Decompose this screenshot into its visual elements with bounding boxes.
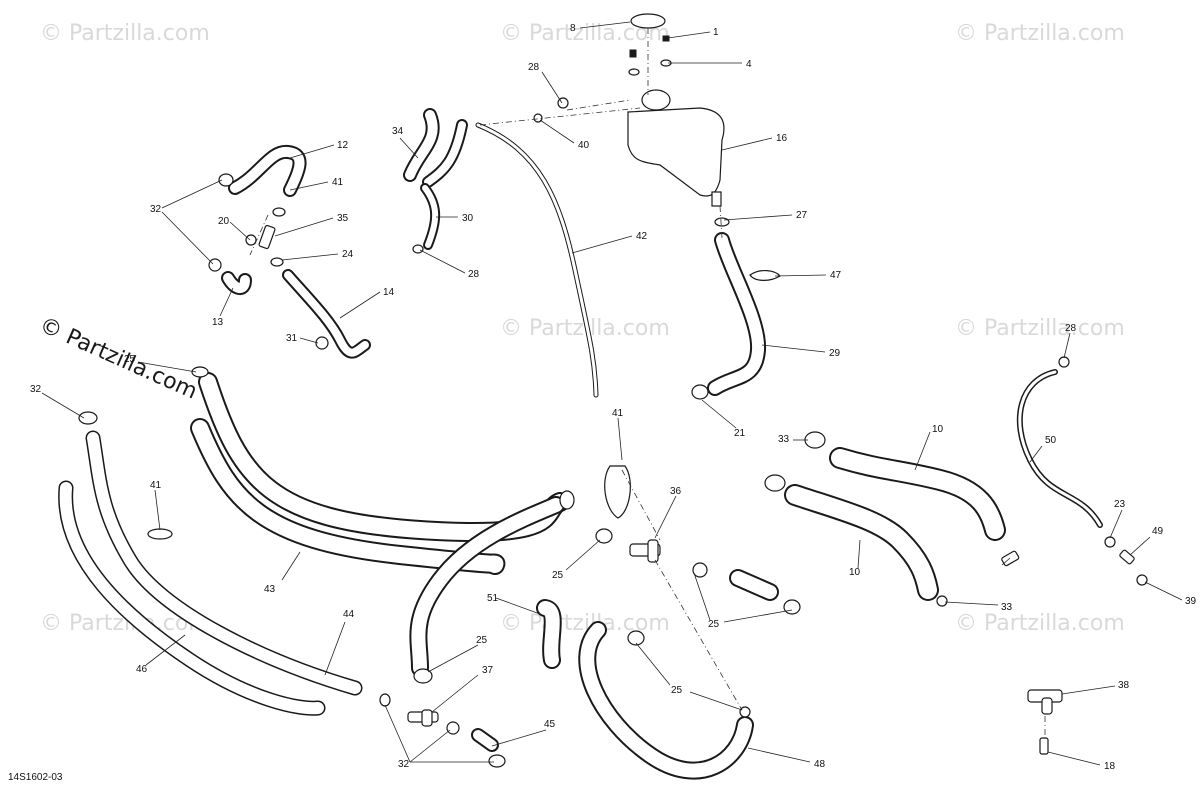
hose-50: [1016, 369, 1103, 528]
leader-lines: [41, 21, 1183, 766]
watermark: © Partzilla.com: [955, 21, 1125, 46]
callout-25: 25: [671, 685, 683, 696]
callout-20: 20: [218, 216, 230, 227]
hose-30: [420, 183, 441, 250]
watermark: © Partzilla.com: [500, 611, 670, 636]
callout-10: 10: [932, 424, 944, 435]
callout-25: 25: [552, 570, 564, 581]
callout-36: 36: [670, 486, 682, 497]
callout-28: 28: [528, 62, 540, 73]
tee-fittings: [407, 539, 1063, 755]
callout-13: 13: [212, 317, 224, 328]
hoses: [58, 108, 1103, 780]
hose-10-upper: [829, 447, 1006, 541]
callout-18: 18: [1104, 761, 1116, 772]
callout-23: 23: [1114, 499, 1126, 510]
sensor-fitting: [1119, 549, 1135, 565]
callout-46: 46: [136, 664, 148, 675]
watermark-layer: © Partzilla.com © Partzilla.com © Partzi…: [40, 21, 1125, 636]
callout-25: 25: [476, 635, 488, 646]
callout-28: 28: [468, 269, 480, 280]
hose-short-right: [729, 569, 779, 601]
callout-31: 31: [286, 333, 298, 344]
callout-32: 32: [398, 759, 410, 770]
hose-44: [85, 430, 363, 696]
callout-33: 33: [778, 434, 790, 445]
callout-29: 29: [829, 348, 841, 359]
callout-37: 37: [482, 665, 494, 676]
callout-49: 49: [1152, 526, 1164, 537]
callout-34: 34: [392, 126, 404, 137]
callout-21: 21: [734, 428, 746, 439]
callout-51: 51: [487, 593, 499, 604]
callout-25: 25: [124, 354, 136, 365]
callout-45: 45: [544, 719, 556, 730]
callout-1: 1: [713, 27, 719, 38]
hose-13: [221, 271, 252, 295]
hose-34: [403, 108, 468, 188]
callout-12: 12: [337, 140, 349, 151]
callout-50: 50: [1045, 435, 1057, 446]
callout-39: 39: [1185, 596, 1197, 607]
hose-29: [707, 232, 767, 396]
callout-43: 43: [264, 584, 276, 595]
hose-riser: [409, 496, 565, 677]
callout-41: 41: [332, 177, 344, 188]
hose-42: [475, 122, 599, 398]
callout-47: 47: [830, 270, 842, 281]
callout-44: 44: [343, 609, 355, 620]
hose-46: [58, 480, 326, 716]
hose-45: [471, 728, 499, 752]
callout-32: 32: [30, 384, 42, 395]
callout-28: 28: [1065, 323, 1077, 334]
callout-10: 10: [849, 567, 861, 578]
callout-40: 40: [578, 140, 590, 151]
watermark: © Partzilla.com: [955, 316, 1125, 341]
fitting-35: [258, 224, 276, 250]
coolant-reservoir: [627, 13, 725, 207]
callout-38: 38: [1118, 680, 1130, 691]
callout-24: 24: [342, 249, 354, 260]
diagram-reference-code: 14S1602-03: [8, 772, 63, 783]
callout-41: 41: [150, 480, 162, 491]
hose-12: [228, 145, 307, 197]
hose-51: [536, 599, 562, 669]
clamps: [78, 97, 1148, 768]
sensor-33: [1001, 550, 1020, 567]
callout-25: 25: [708, 619, 720, 630]
callout-30: 30: [462, 213, 474, 224]
callout-14: 14: [383, 287, 395, 298]
parts: [78, 13, 1148, 768]
callout-4: 4: [746, 59, 752, 70]
hose-10-lower: [784, 484, 939, 601]
callout-32: 32: [150, 204, 162, 215]
watermark-prominent: © Partzilla.com: [36, 313, 201, 405]
watermark: © Partzilla.com: [955, 611, 1125, 636]
callout-16: 16: [776, 133, 788, 144]
watermark: © Partzilla.com: [40, 21, 210, 46]
center-lines: [249, 28, 1046, 740]
screw-parts: [628, 35, 672, 76]
watermark-prominent-text: © Partzilla.com: [36, 313, 201, 405]
callout-41: 41: [612, 408, 624, 419]
hose-14: [282, 269, 371, 359]
callout-8: 8: [570, 23, 576, 34]
callout-48: 48: [814, 759, 826, 770]
callout-33: 33: [1001, 602, 1013, 613]
callout-labels: 8 1 4 28 40 16 12 41 32 20 35 24 13 14 3…: [30, 23, 1197, 772]
hose-48: [578, 621, 754, 780]
callout-27: 27: [796, 210, 808, 221]
callout-42: 42: [636, 231, 648, 242]
callout-35: 35: [337, 213, 349, 224]
